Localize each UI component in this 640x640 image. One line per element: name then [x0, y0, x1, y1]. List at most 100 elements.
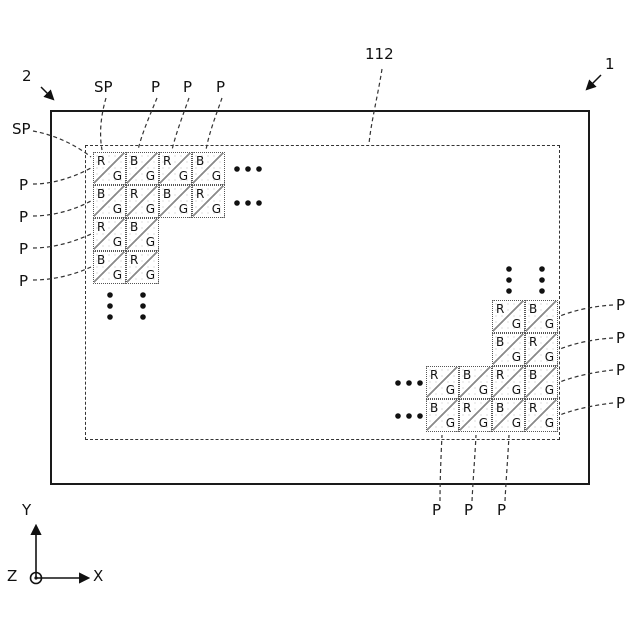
label-p-right-1: P — [616, 296, 626, 314]
ref-arrows — [40, 74, 602, 101]
subpixel-letter-secondary: G — [178, 202, 188, 216]
subpixel-letter-primary: R — [163, 154, 172, 168]
subpixel-letter-secondary: G — [178, 169, 188, 183]
subpixel-letter-secondary: G — [112, 169, 122, 183]
ref-label-2: 2 — [22, 67, 32, 85]
subpixel-letter-secondary: G — [211, 169, 221, 183]
label-p-left-1: P — [19, 176, 29, 194]
subpixel-letter-secondary: G — [478, 416, 488, 430]
subpixel-letter-secondary: G — [511, 350, 521, 364]
subpixel-letter-secondary: G — [544, 350, 554, 364]
subpixel-letter-primary: B — [496, 335, 505, 349]
subpixel-letter-primary: R — [529, 335, 538, 349]
subpixel-letter-primary: B — [97, 187, 106, 201]
subpixel-letter-primary: B — [130, 220, 139, 234]
label-sp-left: SP — [12, 120, 31, 138]
subpixel-letter-secondary: G — [211, 202, 221, 216]
display-region-rect — [85, 145, 560, 440]
axis-label-x: X — [93, 567, 104, 585]
axis-label-z: Z — [7, 567, 18, 585]
label-p-top-2: P — [183, 78, 193, 96]
subpixel-letter-secondary: G — [445, 383, 455, 397]
label-p-right-3: P — [616, 361, 626, 379]
subpixel-letter-primary: B — [496, 401, 505, 415]
subpixel-letter-secondary: G — [511, 383, 521, 397]
subpixel-letter-secondary: G — [145, 169, 155, 183]
label-p-top-3: P — [216, 78, 226, 96]
subpixel-letter-primary: B — [196, 154, 205, 168]
subpixel-letter-secondary: G — [145, 202, 155, 216]
subpixel-letter-primary: B — [163, 187, 172, 201]
z-axis-dot — [34, 576, 38, 580]
subpixel-letter-secondary: G — [445, 416, 455, 430]
label-p-bottom-1: P — [432, 501, 442, 519]
ref-arrow-2 — [40, 86, 55, 101]
subpixel-letter-primary: R — [496, 368, 505, 382]
subpixel-letter-secondary: G — [511, 416, 521, 430]
subpixel-letter-primary: B — [529, 302, 538, 316]
subpixel-letter-secondary: G — [112, 202, 122, 216]
label-p-left-2: P — [19, 208, 29, 226]
subpixel-letter-primary: R — [97, 220, 106, 234]
label-p-left-4: P — [19, 272, 29, 290]
subpixel-letter-primary: R — [130, 253, 139, 267]
label-p-right-2: P — [616, 329, 626, 347]
subpixel-letter-primary: B — [130, 154, 139, 168]
subpixel-letter-primary: B — [97, 253, 106, 267]
subpixel-letter-secondary: G — [112, 268, 122, 282]
label-p-right-4: P — [616, 394, 626, 412]
subpixel-letter-secondary: G — [145, 235, 155, 249]
subpixel-letter-primary: R — [463, 401, 472, 415]
label-p-top-1: P — [151, 78, 161, 96]
ref-arrow-1 — [585, 74, 602, 91]
subpixel-letter-primary: R — [430, 368, 439, 382]
subpixel-letter-secondary: G — [511, 317, 521, 331]
subpixel-letter-secondary: G — [478, 383, 488, 397]
z-axis-icon — [29, 571, 43, 585]
subpixel-letter-primary: R — [529, 401, 538, 415]
subpixel-letter-primary: R — [196, 187, 205, 201]
ref-label-112: 112 — [365, 45, 394, 63]
subpixel-letter-secondary: G — [544, 416, 554, 430]
subpixel-letter-primary: B — [463, 368, 472, 382]
label-p-left-3: P — [19, 240, 29, 258]
subpixel-letter-secondary: G — [544, 383, 554, 397]
coordinate-axes — [29, 523, 91, 585]
ref-label-1: 1 — [605, 55, 615, 73]
subpixel-letter-primary: R — [97, 154, 106, 168]
axis-label-y: Y — [22, 501, 32, 519]
subpixel-letter-primary: R — [496, 302, 505, 316]
subpixel-letter-primary: B — [529, 368, 538, 382]
subpixel-letter-primary: B — [430, 401, 439, 415]
label-p-bottom-2: P — [464, 501, 474, 519]
subpixel-letter-secondary: G — [145, 268, 155, 282]
subpixel-letter-secondary: G — [112, 235, 122, 249]
label-p-bottom-3: P — [497, 501, 507, 519]
